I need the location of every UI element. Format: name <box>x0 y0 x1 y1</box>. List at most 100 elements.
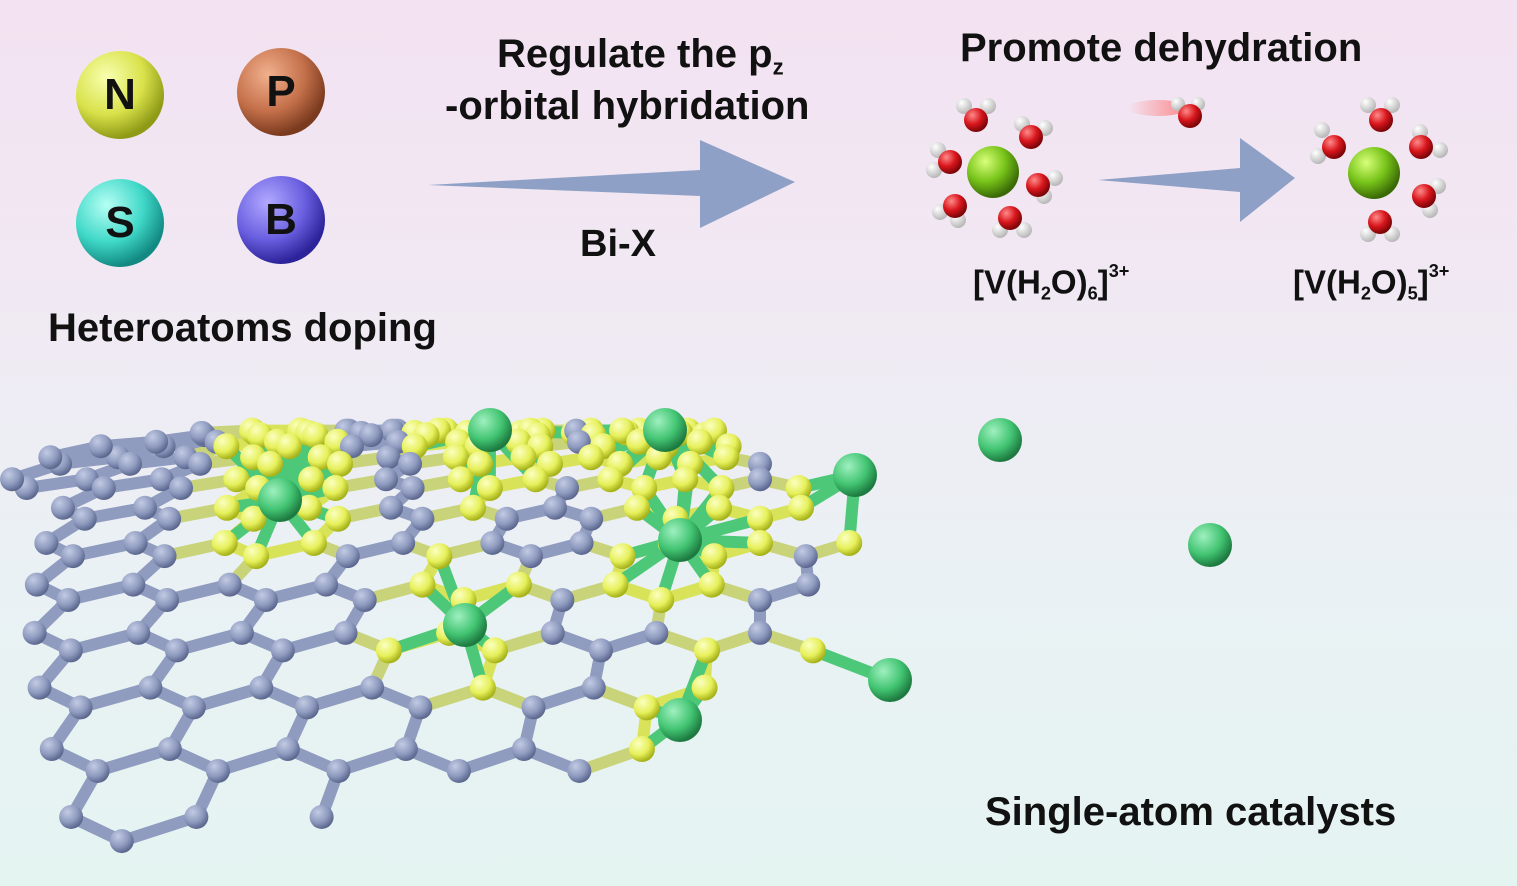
dopant-atom <box>836 529 863 556</box>
carbon-atom <box>22 620 47 645</box>
vanadium-atom <box>1348 147 1400 199</box>
carbon-atom <box>518 544 543 569</box>
promote-dehydration-label: Promote dehydration <box>960 26 1363 70</box>
carbon-atom <box>393 737 418 762</box>
nitrogen-sphere <box>76 51 164 139</box>
dopant-atom <box>322 475 349 502</box>
dopant-atom <box>597 466 624 493</box>
carbon-atom <box>793 544 818 569</box>
dopant-atom <box>602 571 629 598</box>
dopant-atom <box>623 494 650 521</box>
dopant-atom <box>240 505 267 532</box>
carbon-atom <box>511 737 536 762</box>
dopant-atom <box>609 543 636 570</box>
carbon-atom <box>550 587 575 612</box>
carbon-atom <box>796 572 821 597</box>
dopant-atom <box>324 505 351 532</box>
dopant-atom <box>211 529 238 556</box>
dopant-atom <box>578 444 605 471</box>
lattice-bond <box>74 681 157 714</box>
carbon-atom <box>446 758 471 783</box>
dopant-atom <box>467 450 494 477</box>
carbon-atom <box>217 572 242 597</box>
carbon-atom <box>378 495 403 520</box>
carbon-atom <box>494 506 519 531</box>
carbon-atom <box>58 638 83 663</box>
regulate-text: Regulate the p <box>497 32 773 76</box>
carbon-atom <box>138 675 163 700</box>
carbon-atom <box>91 476 116 501</box>
carbon-atom <box>391 530 416 555</box>
dopant-atom <box>510 444 537 471</box>
dopant-atom <box>469 674 496 701</box>
carbon-atom <box>121 572 146 597</box>
pz-subscript: z <box>772 54 784 80</box>
water-molecule <box>1412 178 1446 218</box>
bi-x-label: Bi-X <box>580 223 656 265</box>
dopant-atom <box>295 494 322 521</box>
water-molecule <box>1026 170 1063 204</box>
carbon-atom <box>205 758 230 783</box>
carbon-atom <box>27 675 52 700</box>
carbon-atom <box>376 445 401 470</box>
single-metal-atom <box>443 603 487 647</box>
element-label-p: P <box>266 67 296 116</box>
dopant-atom <box>476 475 503 502</box>
carbon-atom <box>38 445 63 470</box>
carbon-atom <box>188 451 213 476</box>
water-molecule <box>1360 210 1400 242</box>
complex-formula-hexaaqua: [V(H2O)6]3+ <box>973 261 1130 304</box>
water-molecule <box>1409 124 1448 159</box>
single-metal-atom <box>643 408 687 452</box>
carbon-atom <box>164 638 189 663</box>
regulate-label-line1: Regulate the pz <box>497 34 784 79</box>
dopant-atom <box>705 494 732 521</box>
dopant-atom <box>693 637 720 664</box>
single-metal-atom <box>833 453 877 497</box>
carbon-atom <box>567 758 592 783</box>
carbon-atom <box>59 804 84 829</box>
carbon-atom <box>588 638 613 663</box>
sulfur-sphere <box>76 179 164 267</box>
single-metal-atom <box>468 408 512 452</box>
carbon-atom <box>326 758 351 783</box>
single-metal-atom <box>658 518 702 562</box>
dopant-atom <box>701 543 728 570</box>
carbon-atom <box>335 544 360 569</box>
carbon-atom <box>181 695 206 720</box>
dopant-atom <box>298 466 325 493</box>
carbon-atom <box>118 451 143 476</box>
dopant-atom <box>522 466 549 493</box>
water-molecule <box>926 142 962 178</box>
carbon-atom <box>169 476 194 501</box>
carbon-atom <box>72 506 97 531</box>
dopant-atom <box>442 444 469 471</box>
dopant-atom <box>276 433 303 460</box>
dopant-atom <box>628 736 655 763</box>
single-atom-catalyst-lattice <box>0 408 1232 854</box>
carbon-atom <box>123 530 148 555</box>
carbon-atom <box>88 434 113 459</box>
dopant-atom <box>691 674 718 701</box>
dopant-atom <box>223 466 250 493</box>
carbon-atom <box>352 587 377 612</box>
dopant-atom <box>708 475 735 502</box>
boron-sphere <box>237 176 325 264</box>
water-molecule <box>1310 122 1346 164</box>
phosphorus-sphere <box>237 48 325 136</box>
carbon-atom <box>144 429 169 454</box>
dopant-atom <box>788 494 815 521</box>
carbon-atom <box>542 495 567 520</box>
dopant-atom <box>800 637 827 664</box>
carbon-atom <box>410 506 435 531</box>
carbon-atom <box>24 572 49 597</box>
carbon-atom <box>34 530 59 555</box>
dopant-atom <box>213 433 240 460</box>
carbon-atom <box>569 530 594 555</box>
dopant-atom <box>375 637 402 664</box>
dopant-atom <box>481 637 508 664</box>
carbon-atom <box>152 544 177 569</box>
single-atom-catalysts-label: Single-atom catalysts <box>985 790 1397 834</box>
carbon-atom <box>748 620 772 645</box>
